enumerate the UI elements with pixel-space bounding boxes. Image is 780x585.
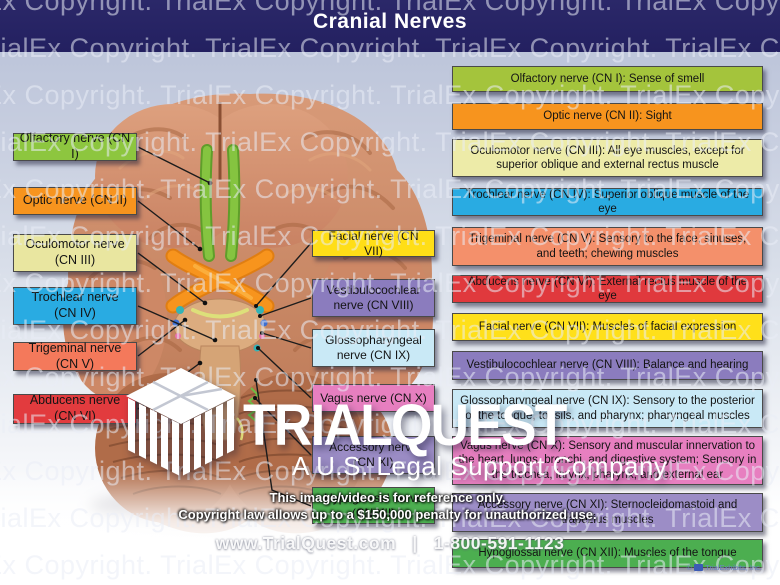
legend-cn4-trochlear: Trochlear nerve (CN IV): Superior obliqu… bbox=[452, 188, 763, 216]
label-left-cn2-optic: Optic nerve (CN II) bbox=[13, 187, 137, 215]
credit-name: TrialExhibits, Inc. bbox=[705, 563, 762, 572]
trialexhibits-logo-icon bbox=[694, 564, 704, 571]
label-left-cn3-oculomotor: Oculomotor nerve (CN III) bbox=[13, 234, 137, 272]
disclaimer-line2: Copyright law allows up to a $150,000 pe… bbox=[178, 506, 597, 522]
title-bar bbox=[0, 0, 780, 52]
footer-phone: 1-800-591-1123 bbox=[433, 533, 565, 553]
label-mid-cn8-vestibulocochlear: Vestibulocochlear nerve (CN VIII) bbox=[312, 279, 435, 317]
legend-cn5-trigeminal: Trigeminal nerve (CN V): Sensory to the … bbox=[452, 227, 763, 266]
legend-cn2-optic: Optic nerve (CN II): Sight bbox=[452, 103, 763, 130]
disclaimer-line1: This image/video is for reference only. bbox=[269, 490, 506, 505]
footer-website: www.TrialQuest.com bbox=[215, 533, 397, 553]
legend-cn10-vagus: Vagus nerve (CN X): Sensory and muscular… bbox=[452, 436, 763, 485]
label-left-cn1-olfactory: Olfactory nerve (CN I) bbox=[13, 131, 137, 161]
label-mid-cn11-accessory: Accessory nerve (CN XI) bbox=[312, 436, 435, 474]
label-mid-cn10-vagus: Vagus nerve (CN X) bbox=[312, 384, 435, 412]
credit-prefix: © bbox=[686, 563, 693, 572]
legend-cn6-abducens: Abducens nerve (CN VI): External rectus … bbox=[452, 275, 763, 303]
label-mid-cn7-facial: Facial nerve (CN VII) bbox=[312, 229, 435, 258]
footer-separator: | bbox=[412, 533, 418, 553]
legend-cn3-oculomotor: Oculomotor nerve (CN III): All eye muscl… bbox=[452, 139, 763, 177]
legend-cn7-facial: Facial nerve (CN VII): Muscles of facial… bbox=[452, 313, 763, 341]
footer-contact: www.TrialQuest.com | 1-800-591-1123 bbox=[90, 533, 690, 554]
label-left-cn4-trochlear: Trochlear nerve (CN IV) bbox=[13, 287, 137, 325]
label-mid-cn9-glossopharyngeal: Glossopharyngeal nerve (CN IX) bbox=[312, 329, 435, 367]
label-left-cn5-trigeminal: Trigeminal nerve (CN V) bbox=[13, 341, 137, 371]
label-left-cn6-abducens: Abducens nerve (CN VI) bbox=[13, 393, 137, 424]
credit: © TrialExhibits, Inc. bbox=[687, 563, 762, 572]
page-title: Cranial Nerves bbox=[312, 10, 468, 33]
legend-cn8-vestibulocochlear: Vestibulocochlear nerve (CN VIII): Balan… bbox=[452, 351, 763, 380]
legend-cn1-olfactory: Olfactory nerve (CN I): Sense of smell bbox=[452, 66, 763, 92]
disclaimer: This image/video is for reference only. … bbox=[85, 490, 690, 524]
legend-cn9-glossopharyngeal: Glossopharyngeal nerve (CN IX): Sensory … bbox=[452, 389, 763, 428]
